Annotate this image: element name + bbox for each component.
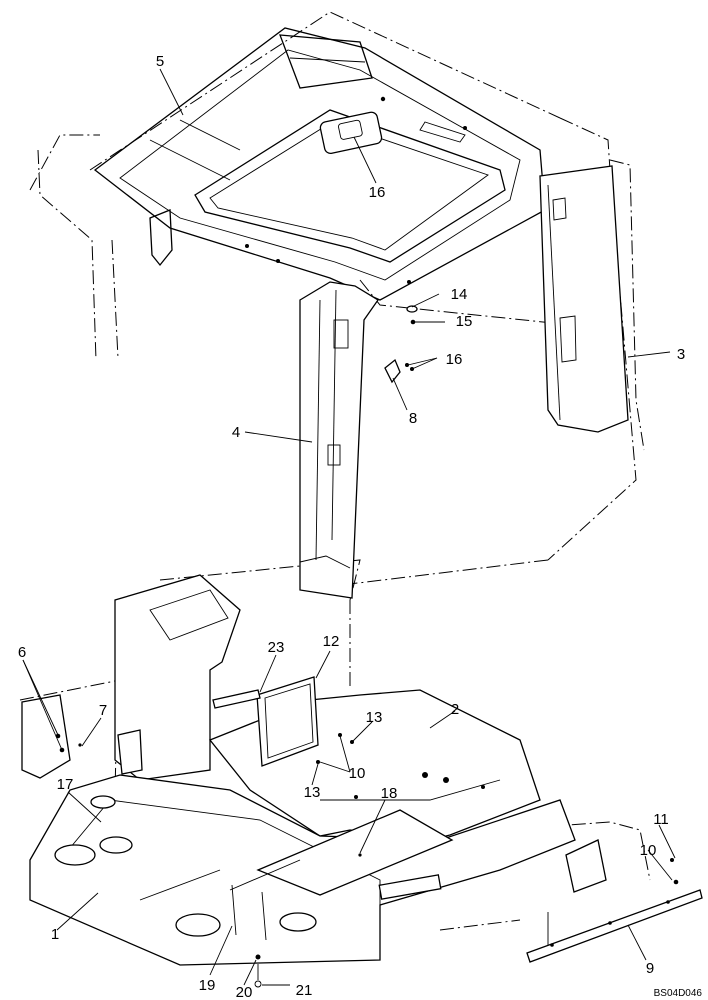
floor-plate — [29, 774, 576, 966]
right-pillar-trim — [539, 165, 629, 433]
callout-10-right: 10 — [640, 842, 657, 859]
rear-panel-and-strip — [212, 676, 354, 767]
callout-1: 1 — [51, 926, 59, 943]
callout-21: 20 — [236, 984, 253, 1000]
side-strip — [526, 839, 703, 963]
callout-18: 16 — [369, 184, 386, 201]
callout-4: 4 — [232, 424, 240, 441]
callout-16: 16 — [446, 351, 463, 368]
bottom-fasteners — [254, 954, 262, 988]
callout-5: 5 — [156, 53, 164, 70]
callout-13-upper: 13 — [366, 709, 383, 726]
callout-17: 17 — [57, 776, 74, 793]
callout-22: 21 — [296, 982, 313, 999]
pillar-clip — [384, 305, 418, 384]
callout-13-lower: 13 — [304, 784, 321, 801]
callout-8: 8 — [409, 410, 417, 427]
callout-23: 23 — [268, 639, 285, 656]
drawing-code: BS04D046 — [654, 988, 703, 999]
callout-7: 7 — [99, 702, 107, 719]
lower-left-console — [21, 574, 241, 781]
callout-11: 11 — [653, 811, 669, 828]
leader-lines — [22, 68, 676, 986]
callout-15: 15 — [456, 313, 473, 330]
callout-3: 3 — [677, 346, 685, 363]
callout-20: 19 — [199, 977, 216, 994]
callout-9: 9 — [646, 960, 654, 977]
callout-12: 12 — [323, 633, 340, 650]
callout-labels: 5 16 14 15 16 8 3 4 6 7 17 12 23 13 10 1… — [18, 53, 703, 1000]
left-pillar-trim — [299, 281, 379, 599]
callout-6: 6 — [18, 644, 26, 661]
callout-10-center: 10 — [349, 765, 366, 782]
callout-2: 2 — [451, 701, 459, 718]
callout-14: 14 — [451, 286, 468, 303]
callout-19: 18 — [381, 785, 398, 802]
